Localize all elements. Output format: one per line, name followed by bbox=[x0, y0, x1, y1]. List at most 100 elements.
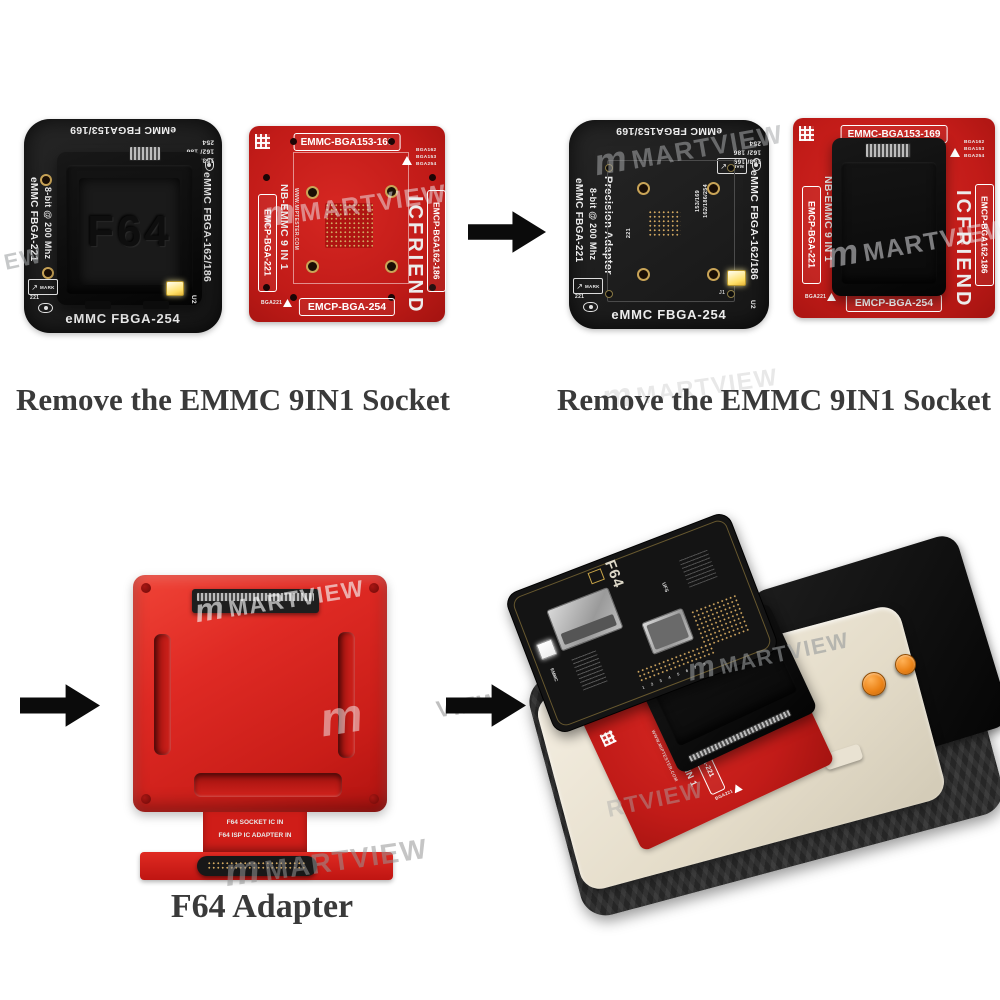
corner-screw bbox=[141, 794, 151, 804]
warning-bga221: BGA221 bbox=[805, 294, 827, 300]
isp-connector-pins bbox=[207, 861, 307, 871]
red-socket-board-2: EMMC-BGA153-169 EMCP-BGA-221 NB-EMMC 9 I… bbox=[793, 118, 995, 318]
corner-screw bbox=[141, 583, 151, 593]
mounted-f64-socket bbox=[832, 138, 946, 296]
label-right-box: EMCP-BGA162-186 bbox=[975, 184, 994, 286]
board-right-label: eMMC FBGA-162/186 bbox=[201, 172, 213, 283]
mark-box: ↗ MARK bbox=[717, 158, 747, 174]
mark-arrow-icon: ↗ bbox=[720, 161, 727, 171]
socket-recess: F64 bbox=[79, 178, 180, 285]
screw-hole bbox=[385, 260, 398, 273]
pad-label-221: 221 bbox=[626, 228, 632, 239]
screw-hole bbox=[306, 260, 319, 273]
adapter-tab-line2: F64 ISP IC ADAPTER IN bbox=[218, 832, 292, 839]
screw-hole bbox=[707, 182, 720, 195]
ref-221: 221 bbox=[30, 295, 40, 301]
qr-code bbox=[599, 729, 617, 748]
mark-label: MARK bbox=[585, 283, 600, 289]
mark-arrow-icon: ↗ bbox=[576, 281, 583, 291]
screw-hole bbox=[707, 268, 720, 281]
screw-hole bbox=[40, 174, 52, 186]
label-nb-emmc: NB-EMMC 9 IN 1 bbox=[278, 184, 290, 270]
adapter-caption: F64 Adapter bbox=[170, 888, 354, 925]
board-bottom-label: eMMC FBGA-254 bbox=[611, 307, 727, 322]
screw-hole bbox=[306, 186, 319, 199]
adapter-groove-bottom bbox=[194, 773, 342, 797]
adapter-groove-left bbox=[154, 634, 171, 755]
warning-triangle-icon bbox=[950, 148, 960, 157]
via-hole bbox=[429, 174, 436, 181]
warning-triangle-icon bbox=[402, 156, 412, 165]
eye-icon bbox=[583, 302, 598, 312]
arrow-right-icon bbox=[468, 211, 546, 253]
eye-icon bbox=[38, 303, 53, 313]
socket-lid bbox=[841, 162, 937, 284]
adapter-isp-bar bbox=[140, 852, 393, 880]
warning-bga-list: BGA162 BGA153 BGA254 bbox=[416, 148, 437, 168]
via-hole bbox=[727, 290, 735, 298]
bga-pad-cluster bbox=[648, 210, 681, 237]
via-hole bbox=[388, 138, 395, 145]
status-led bbox=[166, 281, 184, 296]
adapter-tab-line1: F64 SOCKET IC IN bbox=[226, 819, 284, 826]
label-top: EMMC-BGA153-169 bbox=[293, 133, 401, 151]
socket-f64-logo: F64 bbox=[87, 206, 172, 256]
programmer-button bbox=[895, 654, 916, 675]
screw-hole bbox=[637, 268, 650, 281]
pad-label-153-169: 153/169 bbox=[695, 190, 701, 212]
label-bottom: EMCP-BGA-254 bbox=[298, 298, 396, 316]
step1-caption: Remove the EMMC 9IN1 Socket bbox=[16, 382, 450, 417]
f64-adapter-body bbox=[133, 575, 387, 812]
board-left-label-speed: 8-bit @ 200 Mhz bbox=[43, 187, 53, 260]
label-nb-emmc: NB-EMMC 9 IN 1 bbox=[822, 176, 834, 262]
label-bottom: EMCP-BGA-254 bbox=[845, 294, 943, 312]
brand-icfriend: ICFRIEND bbox=[952, 190, 974, 309]
board-left-label-221: eMMC FBGA-221 bbox=[573, 178, 584, 263]
board-left-label-speed: 8-bit @ 200 Mhz bbox=[588, 188, 598, 261]
arrow-right-icon bbox=[446, 684, 526, 727]
via-hole bbox=[263, 174, 270, 181]
programmer-button bbox=[862, 672, 886, 696]
socket-tab bbox=[85, 301, 111, 309]
isp-connector bbox=[197, 856, 317, 876]
step2-caption: Remove the EMMC 9IN1 Socket bbox=[557, 382, 991, 417]
qr-code bbox=[255, 134, 270, 149]
via-hole bbox=[263, 284, 270, 291]
label-right-box: EMCP-BGA162-186 bbox=[427, 190, 446, 292]
status-led bbox=[727, 270, 746, 286]
ref-u2: U2 bbox=[190, 295, 197, 304]
label-left-box: EMCP-BGA-221 bbox=[258, 194, 277, 292]
label-url: WWW.MIPTESTER.COM bbox=[293, 188, 299, 251]
via-hole bbox=[290, 294, 297, 301]
warning-bga-list: BGA162 BGA153 BGA254 bbox=[964, 140, 985, 160]
via-hole bbox=[290, 138, 297, 145]
board-left-label-221: eMMC FBGA-221 bbox=[28, 177, 39, 262]
board-right-label: eMMC FBGA-162/186 bbox=[748, 170, 760, 281]
black-adapter-board-2: eMMC FBGA153/169 153/ 169 162/ 186 254 ↗… bbox=[569, 120, 769, 329]
label-left-box: EMCP-BGA-221 bbox=[802, 186, 821, 284]
board-top-label: eMMC FBGA153/169 bbox=[615, 125, 723, 137]
via-hole bbox=[605, 290, 613, 298]
socket-pin-strip bbox=[865, 143, 911, 158]
silkscreen-frame bbox=[293, 152, 409, 284]
board-left-label-precision: Precision Adapter bbox=[602, 176, 614, 275]
f64-socket: F64 bbox=[57, 146, 202, 309]
corner-screw bbox=[369, 583, 379, 593]
warning-bga221: BGA221 bbox=[261, 300, 283, 306]
adapter-tab: F64 SOCKET IC IN F64 ISP IC ADAPTER IN bbox=[203, 812, 307, 852]
via-hole bbox=[429, 284, 436, 291]
socket-pin-strip bbox=[129, 146, 161, 161]
board-top-label: eMMC FBGA153/169 bbox=[69, 124, 177, 136]
warning-triangle-icon bbox=[283, 299, 292, 307]
via-hole bbox=[605, 164, 613, 172]
ref-221: 221 bbox=[575, 294, 585, 300]
socket-outline bbox=[607, 160, 735, 302]
via-hole bbox=[727, 164, 735, 172]
adapter-groove-right bbox=[338, 632, 355, 758]
connector-pins bbox=[196, 592, 315, 602]
via-hole bbox=[388, 294, 395, 301]
ref-j1: J1 bbox=[719, 290, 726, 296]
screw-hole bbox=[637, 182, 650, 195]
eye-icon bbox=[205, 158, 214, 171]
board-bottom-label: eMMC FBGA-254 bbox=[65, 311, 181, 326]
